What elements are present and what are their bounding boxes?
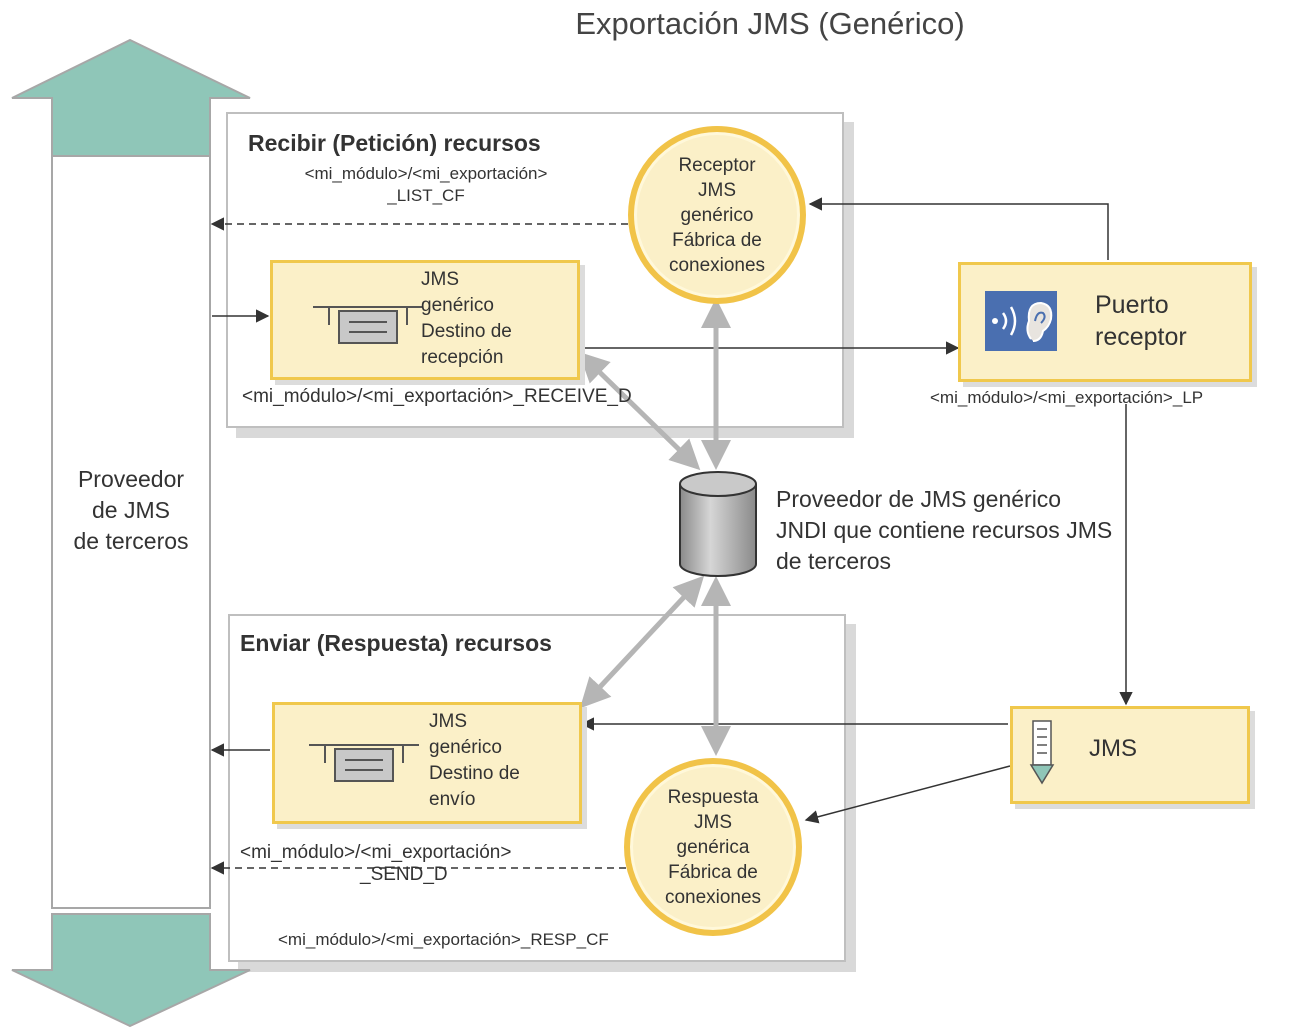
listener-port-box: Puerto receptor <box>958 262 1252 382</box>
third-party-provider-label: Proveedor de JMS de terceros <box>73 466 189 554</box>
listener-port-label: <mi_módulo>/<mi_exportación>_LP <box>930 388 1204 407</box>
listener-connection-factory: Receptor JMS genérico Fábrica de conexio… <box>628 126 806 304</box>
listener-ear-icon <box>985 291 1057 351</box>
jms-box-label: JMS <box>1089 735 1137 762</box>
receive-destination-text: JMS genérico Destino de recepción <box>421 269 512 368</box>
jms-download-icon <box>1029 720 1055 785</box>
jms-box: JMS <box>1010 706 1250 804</box>
send-destination-text: JMS genérico Destino de envío <box>429 711 520 810</box>
receive-resources-title: Recibir (Petición) recursos <box>248 130 541 156</box>
jndi-provider-label: Proveedor de JMS genérico JNDI que conti… <box>776 486 1113 574</box>
response-connection-factory: Respuesta JMS genérica Fábrica de conexi… <box>624 758 802 936</box>
queue-icon <box>313 306 423 344</box>
queue-icon <box>309 744 419 782</box>
listener-port-text: Puerto receptor <box>1095 291 1187 351</box>
receive-d-label: <mi_módulo>/<mi_exportación>_RECEIVE_D <box>242 386 632 407</box>
send-d-label: <mi_módulo>/<mi_exportación> _SEND_D <box>240 842 512 885</box>
diagram-title: Exportación JMS (Genérico) <box>575 6 965 41</box>
receive-destination-box: JMS genérico Destino de recepción <box>270 260 580 380</box>
send-resources-title: Enviar (Respuesta) recursos <box>240 630 552 656</box>
list-cf-label: <mi_módulo>/<mi_exportación> _LIST_CF <box>304 164 548 205</box>
send-destination-box: JMS genérico Destino de envío <box>272 702 582 824</box>
resp-cf-label: <mi_módulo>/<mi_exportación>_RESP_CF <box>278 930 609 949</box>
